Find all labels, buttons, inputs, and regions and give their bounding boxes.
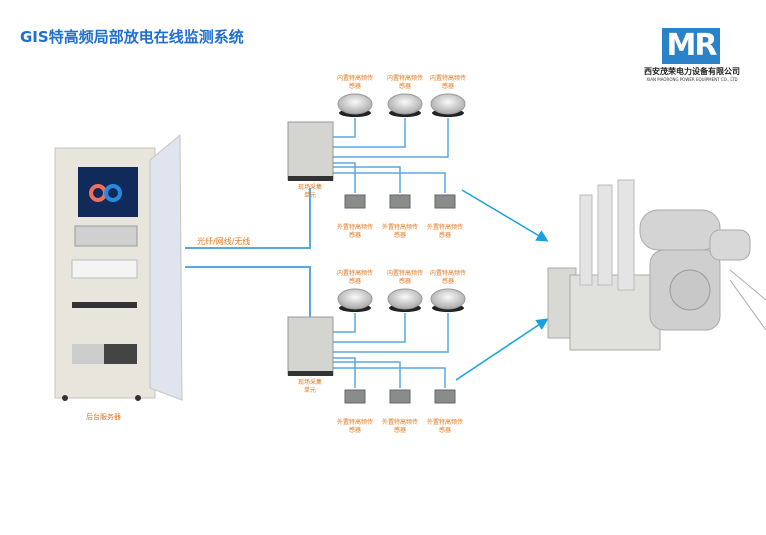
- inner-sensor-label: 内置特高频传感器: [386, 75, 423, 90]
- outer-sensor: [389, 194, 411, 209]
- inner-sensor-label: 内置特高频传感器: [429, 75, 466, 90]
- sensor-line: [333, 313, 356, 333]
- arrow: [461, 189, 549, 242]
- outer-sensor-label: 外置特高频传感器: [336, 224, 373, 239]
- sensor-line: [333, 172, 446, 193]
- unit-base: [288, 371, 333, 376]
- server-label: 后台服务器: [86, 413, 121, 421]
- company-name-cn: 西安茂荣电力设备有限公司: [644, 67, 740, 76]
- server-cabinet: [54, 133, 183, 401]
- sensor-line: [333, 357, 356, 388]
- sensor-line: [333, 162, 356, 193]
- inner-sensor: [337, 288, 373, 310]
- acquisition-group: [287, 288, 466, 404]
- outer-sensor-label: 外置特高频传感器: [336, 419, 373, 434]
- link-line: [185, 188, 311, 249]
- outer-sensor-label: 外置特高频传感器: [381, 419, 418, 434]
- outer-sensor: [434, 389, 456, 404]
- inner-sensor-label: 内置特高频传感器: [386, 270, 423, 285]
- company-name-en: XIAN MAORONG POWER EQUIPMENT CO., LTD: [646, 77, 738, 82]
- sensor-line: [333, 361, 401, 388]
- page-title: GIS特高频局部放电在线监测系统: [20, 28, 244, 46]
- arrow: [455, 318, 549, 381]
- sensor-line: [333, 313, 449, 353]
- inner-sensor: [387, 93, 423, 115]
- acquisition-group: [287, 93, 466, 209]
- unit-label: 现场采集单元: [297, 184, 322, 199]
- outer-sensor: [344, 389, 366, 404]
- outer-sensor-label: 外置特高频传感器: [381, 224, 418, 239]
- sensor-line: [333, 118, 449, 158]
- inner-sensor: [387, 288, 423, 310]
- link-line: [185, 266, 311, 318]
- inner-sensor: [430, 93, 466, 115]
- inner-sensor: [430, 288, 466, 310]
- unit-label: 现场采集单元: [297, 379, 322, 394]
- inner-sensor-label: 内置特高频传感器: [429, 270, 466, 285]
- acquisition-unit: [287, 121, 334, 181]
- outer-sensor-label: 外置特高频传感器: [426, 224, 463, 239]
- sensor-line: [333, 166, 401, 193]
- company-logo: MR: [662, 28, 720, 64]
- outer-sensor-label: 外置特高频传感器: [426, 419, 463, 434]
- unit-base: [288, 176, 333, 181]
- outer-sensor: [389, 389, 411, 404]
- sensor-line: [333, 367, 446, 388]
- link-label: 光纤/网线/无线: [197, 237, 251, 246]
- inner-sensor: [337, 93, 373, 115]
- sensor-line: [333, 118, 406, 148]
- sensor-line: [333, 118, 356, 138]
- sensor-line: [333, 313, 406, 343]
- outer-sensor: [434, 194, 456, 209]
- inner-sensor-label: 内置特高频传感器: [336, 270, 373, 285]
- acquisition-unit: [287, 316, 334, 376]
- outer-sensor: [344, 194, 366, 209]
- inner-sensor-label: 内置特高频传感器: [336, 75, 373, 90]
- gis-equipment: [547, 179, 766, 351]
